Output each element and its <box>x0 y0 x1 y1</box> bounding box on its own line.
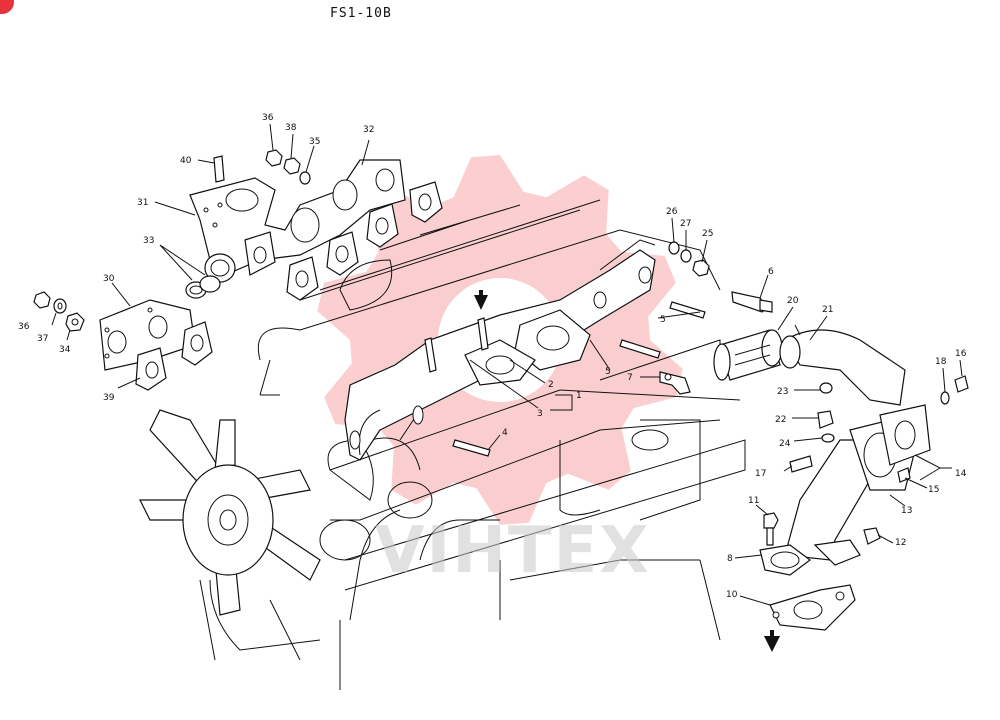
studs <box>424 301 706 457</box>
callout-37: 37 <box>37 334 48 344</box>
callout-34: 34 <box>59 345 71 355</box>
callout-36-top: 36 <box>262 113 274 123</box>
callout-5a: 5 <box>660 315 666 325</box>
callout-11: 11 <box>748 496 759 506</box>
callout-12: 12 <box>895 538 906 548</box>
callout-10: 10 <box>726 590 738 600</box>
gasket-14 <box>879 404 931 466</box>
callout-31: 31 <box>137 198 148 208</box>
elbow-pipe <box>759 419 916 576</box>
gasket-10 <box>769 584 856 631</box>
page-title: FS1-10B <box>330 6 392 21</box>
exhaust-manifold-front <box>99 299 196 371</box>
callout-20: 20 <box>787 296 799 306</box>
callout-4: 4 <box>502 428 508 438</box>
callout-38: 38 <box>285 123 297 133</box>
cooling-fan <box>139 409 321 661</box>
callout-5b: 5 <box>605 367 611 377</box>
callout-3: 3 <box>537 409 543 419</box>
leader-lines <box>51 123 963 606</box>
callout-7: 7 <box>627 373 633 383</box>
callout-15: 15 <box>928 485 939 495</box>
callout-30: 30 <box>103 274 115 284</box>
callout-13: 13 <box>901 506 912 516</box>
callout-labels: 1 2 3 4 5 5 6 7 8 10 11 12 13 14 15 16 1… <box>18 113 967 600</box>
callout-26: 26 <box>666 207 678 217</box>
bracket-7 <box>659 371 691 395</box>
bolt-6-and-washers <box>668 241 773 313</box>
hose-and-pipe <box>713 324 906 406</box>
callout-2: 2 <box>548 380 554 390</box>
callout-1: 1 <box>576 391 582 401</box>
gasket-group-top <box>286 181 443 301</box>
callout-18: 18 <box>935 357 947 367</box>
callout-40: 40 <box>180 156 192 166</box>
exhaust-manifold-rear <box>189 159 406 283</box>
down-arrow-top <box>474 295 488 310</box>
callout-23: 23 <box>777 387 788 397</box>
nut-washer-set-left <box>33 291 85 332</box>
callout-35: 35 <box>309 137 320 147</box>
callout-24: 24 <box>779 439 791 449</box>
seal-rings-33 <box>185 275 221 299</box>
callout-25: 25 <box>702 229 713 239</box>
stud-nut-set-top <box>213 149 311 185</box>
callout-14: 14 <box>955 469 967 479</box>
callout-8: 8 <box>727 554 733 564</box>
callout-33: 33 <box>143 236 154 246</box>
callout-36-left: 36 <box>18 322 30 332</box>
callout-21: 21 <box>822 305 833 315</box>
watermark-text: VIHTEX <box>375 514 651 588</box>
callout-16: 16 <box>955 349 967 359</box>
direction-arrows <box>474 290 780 652</box>
gasket-group-39 <box>135 321 213 391</box>
callout-27: 27 <box>680 219 691 229</box>
callout-6: 6 <box>768 267 774 277</box>
callout-32: 32 <box>363 125 374 135</box>
callout-39: 39 <box>103 393 115 403</box>
small-fasteners <box>763 375 969 546</box>
callout-17: 17 <box>755 469 766 479</box>
callout-22: 22 <box>775 415 786 425</box>
intake-manifold <box>344 239 656 461</box>
down-arrow-bottom <box>764 636 780 652</box>
